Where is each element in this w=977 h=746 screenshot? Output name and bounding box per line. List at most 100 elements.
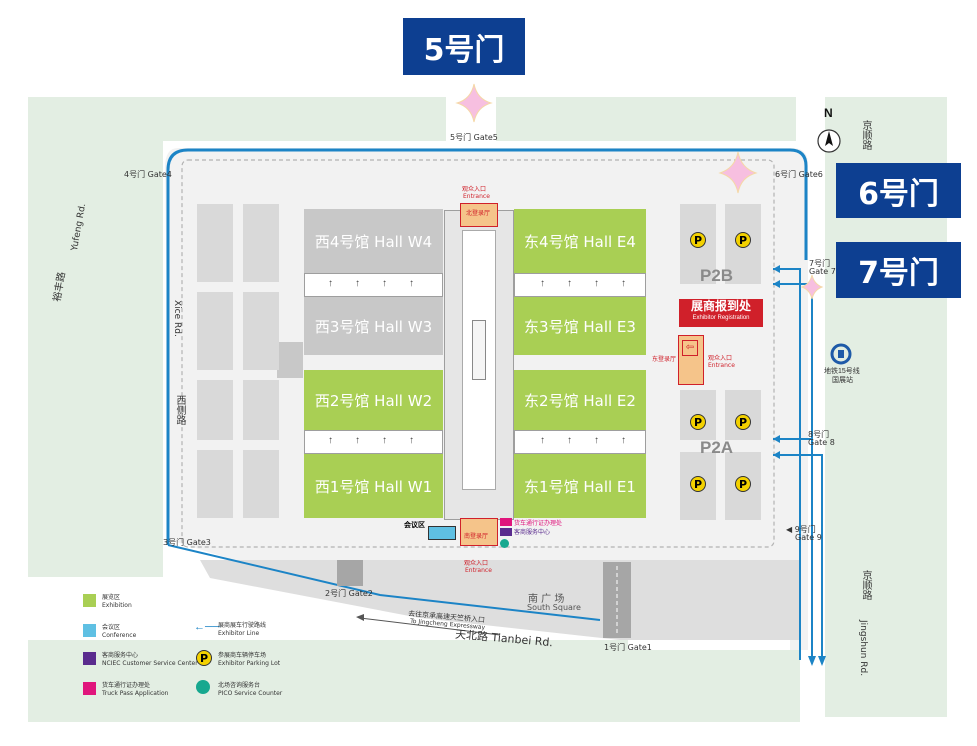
expressway-arrow — [359, 617, 501, 636]
corridor-arrow-9: ↑ — [540, 278, 545, 289]
gate2-driveway — [337, 560, 363, 586]
exhibitor-registration-subtitle: Exhibitor Registration — [692, 315, 750, 321]
corridor-arrow-16: ↑ — [621, 435, 626, 446]
lane-arrow-1 — [773, 265, 780, 273]
conference-area-label: 会议区 — [404, 522, 425, 529]
conference-area[interactable] — [428, 526, 456, 540]
truck-pass-area[interactable] — [500, 518, 512, 526]
exhibitor-registration-badge[interactable]: 展商报到处 Exhibitor Registration — [679, 299, 763, 327]
legend-conference-swatch — [83, 624, 96, 637]
corridor-arrow-8: ↑ — [409, 435, 414, 446]
gate7-star — [800, 274, 824, 300]
lot-w-6 — [243, 380, 279, 440]
legend-truck-en: Truck Pass Application — [102, 690, 169, 697]
south-registration-hall-label: 南登录厅 — [464, 533, 489, 540]
lane-arrow-3 — [773, 435, 780, 443]
compass-north-label: N — [824, 106, 833, 120]
gate5-banner: 5号门 — [403, 18, 525, 75]
corridor-arrow-14: ↑ — [567, 435, 572, 446]
subway-icon — [830, 343, 852, 365]
gate2-label: 2号门 Gate2 — [325, 589, 373, 598]
hall-e4[interactable]: 东4号馆 Hall E4 — [514, 209, 646, 273]
tianbei-road-line — [167, 544, 601, 621]
legend-pico-cn: 北场咨询服务台 — [218, 682, 261, 689]
hall-e1[interactable]: 东1号馆 Hall E1 — [514, 454, 646, 518]
hall-w3[interactable]: 西3号馆 Hall W3 — [304, 297, 443, 355]
hall-w4[interactable]: 西4号馆 Hall W4 — [304, 209, 443, 273]
corridor-w21 — [304, 430, 443, 454]
hall-w1[interactable]: 西1号馆 Hall W1 — [304, 454, 443, 518]
gate6-banner: 6号门 — [836, 163, 961, 218]
gate8-label-en: Gate 8 — [808, 438, 835, 447]
south-entrance-cn: 观众入口 — [464, 560, 489, 567]
legend-exhibition-cn: 展览区 — [102, 594, 121, 601]
gate9-label-en: Gate 9 — [795, 533, 822, 542]
legend-conference-cn: 会议区 — [102, 624, 121, 631]
gate6-star — [718, 151, 758, 194]
gate4-label: 4号门 Gate4 — [124, 170, 172, 179]
hall-e3[interactable]: 东3号馆 Hall E3 — [514, 297, 646, 355]
lot-w-5 — [197, 380, 233, 440]
lot-w-3 — [197, 292, 233, 370]
south-square-label-en: South Square — [527, 603, 581, 612]
east-registration-hall-label: 东登录厅 — [652, 356, 677, 363]
jingshun-road-cn-bottom: 京顺路 — [860, 570, 871, 600]
south-entrance-en: Entrance — [465, 567, 492, 574]
hall-e2[interactable]: 东2号馆 Hall E2 — [514, 370, 646, 430]
subway-line-label: 地铁15号线 — [824, 368, 860, 375]
jingshun-road-cn-top: 京顺路 — [860, 120, 871, 150]
north-entrance-en: Entrance — [463, 193, 490, 200]
xice-road-en: Xice Rd. — [172, 300, 182, 337]
lot-w-4 — [243, 292, 279, 370]
parking-icon-5: P — [690, 476, 706, 492]
corridor-arrow-12: ↑ — [621, 278, 626, 289]
expressway-arrowhead — [356, 614, 364, 621]
gate1-label: 1号门 Gate1 — [604, 643, 652, 652]
truck-pass-label: 货车通行证办理处 — [514, 521, 563, 527]
gate7-label-cn: 7号门 — [809, 259, 831, 268]
east-lane-1 — [773, 268, 801, 660]
corridor-w43 — [304, 273, 443, 297]
gate5-label: 5号门 Gate5 — [450, 133, 498, 142]
corridor-arrow-13: ↑ — [540, 435, 545, 446]
north-registration-hall-label: 北登录厅 — [466, 210, 491, 217]
east-arrow-box: ⇦ — [682, 340, 698, 356]
corridor-arrow-11: ↑ — [594, 278, 599, 289]
parking-p2a-label: P2A — [700, 438, 734, 457]
legend-service-swatch — [83, 652, 96, 665]
corridor-e21 — [514, 430, 646, 454]
legend-truck-swatch — [83, 682, 96, 695]
east-entrance-en: Entrance — [708, 362, 735, 369]
corridor-arrow-10: ↑ — [567, 278, 572, 289]
parking-icon-4: P — [735, 414, 751, 430]
corridor-e43 — [514, 273, 646, 297]
jingshun-road-en: Jingshun Rd. — [858, 620, 868, 677]
subway-icon-bar — [838, 350, 844, 358]
parking-icon-6: P — [735, 476, 751, 492]
corridor-arrow-2: ↑ — [355, 278, 360, 289]
gate8-label-cn: 8号门 — [808, 430, 830, 439]
ring-road — [166, 148, 808, 545]
legend-conference-en: Conference — [102, 632, 137, 639]
service-center-label: 客商服务中心 — [514, 530, 551, 536]
north-registration-hall[interactable] — [460, 203, 498, 227]
lot-w-1 — [197, 204, 233, 282]
legend-parking-cn: 参展商车辆停车场 — [218, 652, 267, 659]
east-lane-4 — [773, 454, 823, 660]
corridor-arrow-15: ↑ — [594, 435, 599, 446]
service-center-area[interactable] — [500, 528, 512, 536]
gate5-star — [455, 83, 493, 123]
south-square-label-cn: 南 广 场 — [528, 594, 565, 605]
corridor-arrow-5: ↑ — [328, 435, 333, 446]
parking-icon-3: P — [690, 414, 706, 430]
green-area-topright — [496, 97, 796, 141]
lane-arrow-5 — [808, 656, 816, 666]
lane-arrow-4 — [773, 451, 780, 459]
south-registration-hall[interactable] — [460, 518, 498, 546]
parking-p2b-label: P2B — [700, 266, 734, 285]
green-area-left — [28, 97, 163, 577]
legend-pico-icon — [196, 680, 210, 694]
legend-line-cn: 展商展车行驶路线 — [218, 622, 267, 629]
subway-station-label: 国展站 — [832, 377, 853, 384]
hall-w2[interactable]: 西2号馆 Hall W2 — [304, 370, 443, 430]
